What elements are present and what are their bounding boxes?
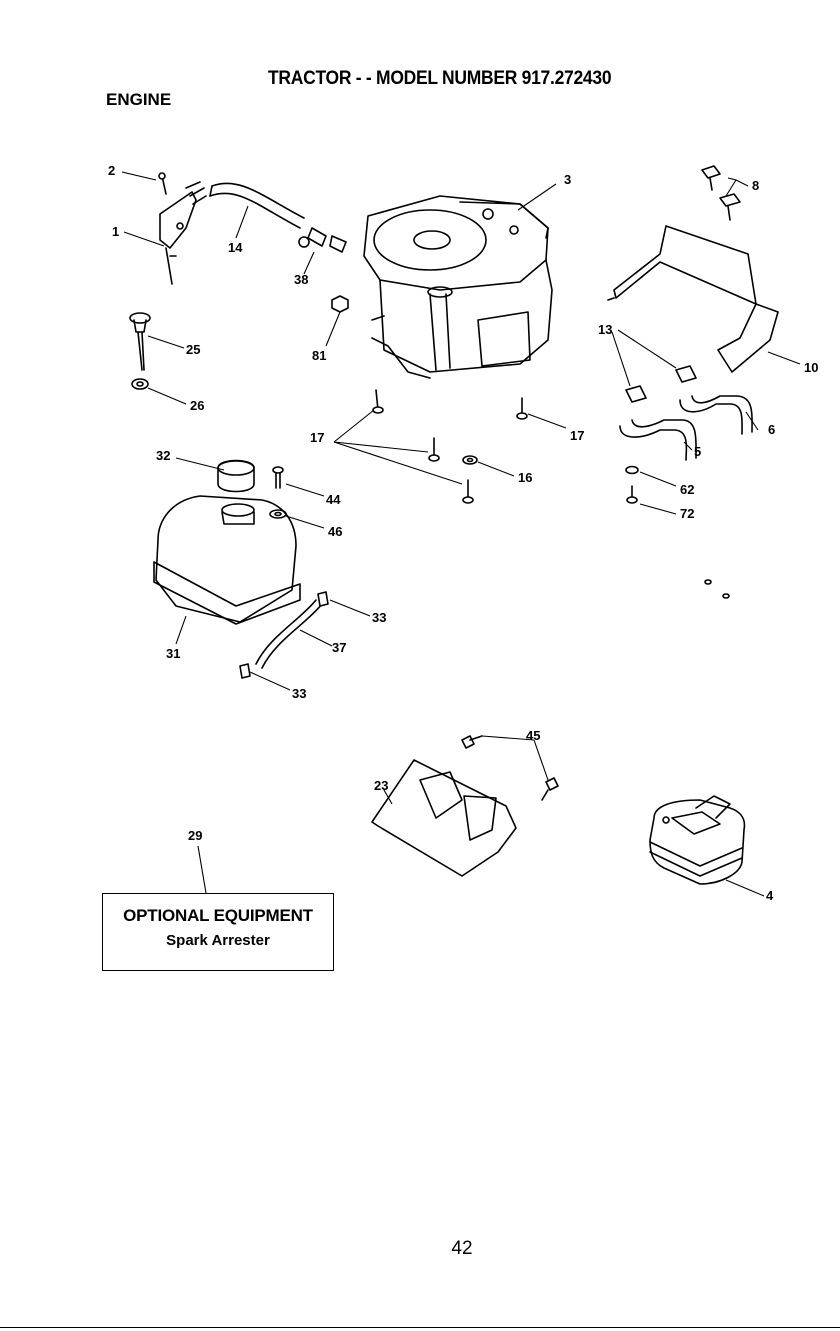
callout-10: 10: [804, 360, 818, 375]
page-number: 42: [0, 1238, 840, 1260]
callout-33-upper: 33: [372, 610, 386, 625]
bolts-part-17: [373, 390, 527, 503]
optional-equipment-label: OPTIONAL EQUIPMENT: [103, 906, 333, 926]
exhaust-pipes-part: [620, 396, 752, 460]
callout-29: 29: [188, 828, 202, 843]
washer-part-16: [463, 456, 477, 464]
callout-62: 62: [680, 482, 694, 497]
callout-6: 6: [768, 422, 775, 437]
callout-8: 8: [752, 178, 759, 193]
callout-25: 25: [186, 342, 200, 357]
callout-14: 14: [228, 240, 243, 255]
callout-38: 38: [294, 272, 308, 287]
washer-part-62: [626, 467, 638, 474]
callout-37: 37: [332, 640, 346, 655]
callout-16: 16: [518, 470, 532, 485]
callout-32: 32: [156, 448, 170, 463]
callout-2: 2: [108, 163, 115, 178]
callout-4: 4: [766, 888, 774, 903]
washer-part-26: [132, 379, 148, 389]
throttle-control-part: [160, 182, 206, 284]
callout-45: 45: [526, 728, 540, 743]
optional-equipment-box: OPTIONAL EQUIPMENT Spark Arrester: [102, 893, 334, 971]
callout-17-left: 17: [310, 430, 324, 445]
callout-23: 23: [374, 778, 388, 793]
spark-arrester-label: Spark Arrester: [103, 932, 333, 949]
screws-part-8: [702, 166, 740, 220]
callout-5: 5: [694, 444, 701, 459]
muffler-shield-part: [372, 760, 516, 876]
fuel-cap-part: [218, 461, 254, 492]
nut-part-81: [332, 296, 348, 312]
fuel-line-part-37: [256, 600, 322, 668]
bottom-divider: [0, 1327, 840, 1328]
callout-33-lower: 33: [292, 686, 306, 701]
callout-1: 1: [112, 224, 119, 239]
callout-81: 81: [312, 348, 326, 363]
heat-shield-part: [608, 226, 778, 372]
callout-46: 46: [328, 524, 342, 539]
screw-part-44: [273, 467, 283, 488]
fuel-line-part: [210, 183, 304, 228]
screw-part-2: [159, 173, 166, 194]
engine-part: [364, 196, 552, 378]
muffler-part: [650, 796, 744, 884]
callout-3: 3: [564, 172, 571, 187]
callout-31: 31: [166, 646, 180, 661]
callout-44: 44: [326, 492, 341, 507]
gaskets-part-13: [626, 366, 696, 402]
callout-72: 72: [680, 506, 694, 521]
callout-17-right: 17: [570, 428, 584, 443]
callout-13: 13: [598, 322, 612, 337]
bolt-part-72: [627, 486, 637, 503]
dipstick-part: [130, 313, 150, 370]
callout-26: 26: [190, 398, 204, 413]
clamp-part-38: [299, 228, 346, 252]
small-washers-part: [705, 580, 729, 598]
